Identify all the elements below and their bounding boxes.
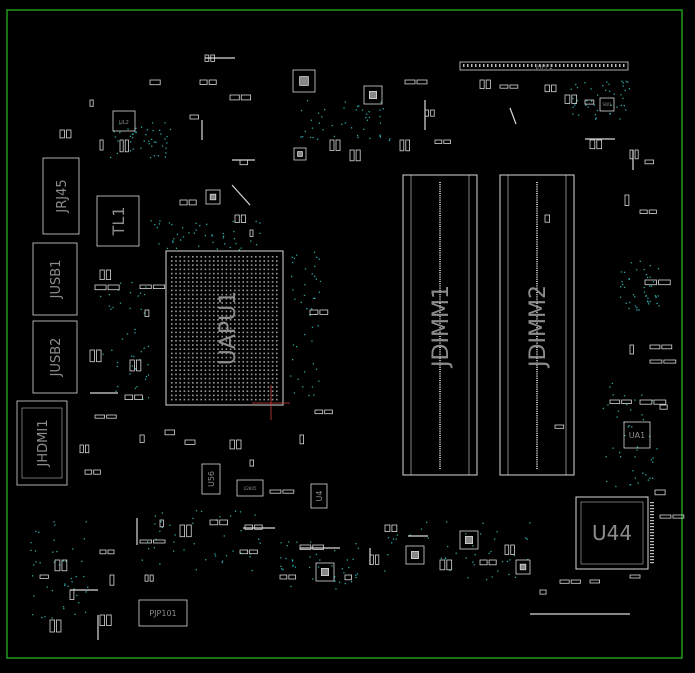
transformer-tl1[interactable]: TL1 (96, 195, 140, 247)
u44-label: U44 (592, 521, 632, 545)
jusb2-label: JUSB2 (49, 338, 64, 378)
u2805-label: U2805 (243, 486, 257, 491)
u4-label: U4 (315, 491, 324, 502)
uapu1-label: UAPU1 (216, 291, 241, 366)
pjp101-label: PJP101 (149, 609, 176, 618)
ua1-label: UA1 (629, 431, 645, 440)
jumper-pjp101[interactable]: PJP101 (138, 599, 188, 627)
qfn-chips (205, 69, 531, 582)
connector-jhpp1[interactable]: JHPP1 (459, 61, 629, 71)
jhdmi1-label: JHDMI1 (36, 420, 51, 468)
switch-sw1[interactable]: SW1 (599, 97, 615, 112)
connector-jusb1[interactable]: JUSB1 (32, 242, 78, 316)
u56-label: U56 (207, 471, 216, 487)
jdimm2-label: JDIMM2 (526, 285, 551, 369)
connector-jusb2[interactable]: JUSB2 (32, 320, 78, 394)
chip-uapu1[interactable]: UAPU1 (165, 250, 284, 406)
connector-jhdmi1[interactable]: JHDMI1 (16, 400, 68, 486)
tl1-label: TL1 (109, 207, 128, 237)
jhpp1-label: JHPP1 (534, 64, 553, 71)
connector-jrj45[interactable]: JRJ45 (42, 157, 80, 235)
chip-ua1[interactable]: UA1 (623, 421, 651, 449)
jdimm1-label: JDIMM1 (429, 285, 454, 369)
jrj45-label: JRJ45 (55, 179, 70, 213)
jusb1-label: JUSB1 (49, 260, 64, 300)
ul2-label: UL2 (119, 120, 129, 126)
chip-u2805[interactable]: U2805 (236, 479, 264, 497)
origin-crosshair (252, 385, 290, 420)
chip-u56[interactable]: U56 (201, 463, 221, 495)
chip-ul2[interactable]: UL2 (112, 110, 136, 132)
board-outline (6, 9, 683, 659)
connector-jdimm1[interactable]: JDIMM1 (402, 174, 478, 476)
chip-u44[interactable]: U44 (575, 496, 654, 570)
chip-u4[interactable]: U4 (310, 483, 328, 509)
sw1-label: SW1 (602, 102, 611, 107)
small-components (39, 54, 685, 640)
connector-jdimm2[interactable]: JDIMM2 (499, 174, 575, 476)
